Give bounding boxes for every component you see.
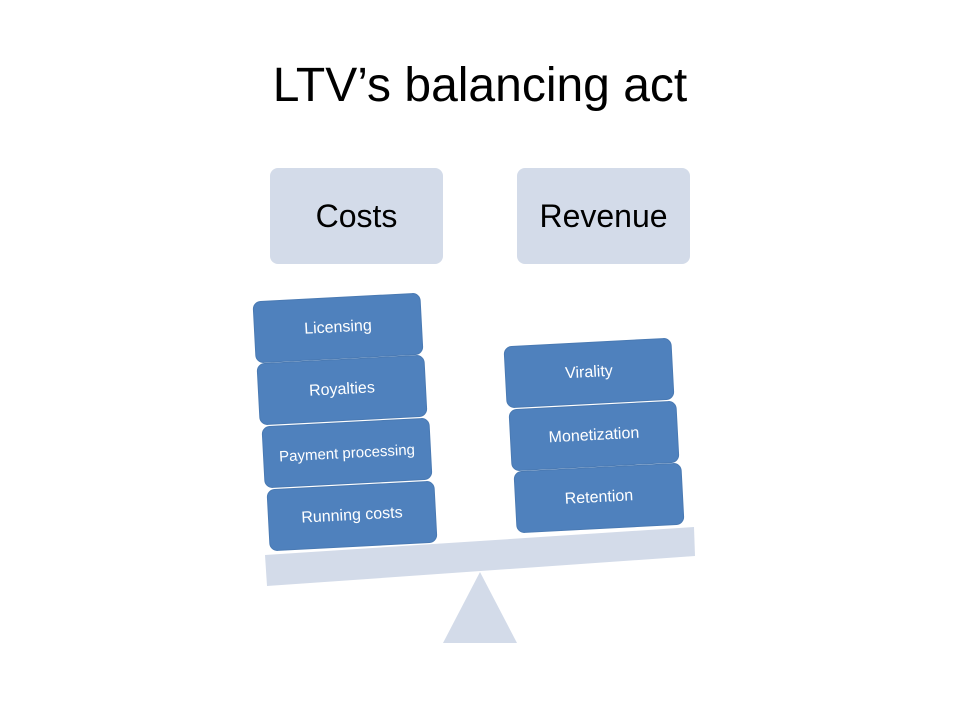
revenue-block-monetization: Monetization [509, 401, 679, 471]
scale-fulcrum [443, 572, 517, 643]
revenue-block-virality: Virality [504, 338, 674, 408]
cost-block-royalties: Royalties [257, 355, 427, 425]
cost-block-payment-processing: Payment processing [262, 418, 432, 488]
cost-block-running-costs: Running costs [267, 481, 437, 551]
revenue-header: Revenue [517, 168, 690, 264]
slide-title: LTV’s balancing act [272, 59, 688, 112]
costs-header: Costs [270, 168, 443, 264]
cost-block-licensing: Licensing [253, 293, 423, 363]
scale-beam [265, 527, 695, 586]
revenue-block-retention: Retention [514, 463, 684, 533]
